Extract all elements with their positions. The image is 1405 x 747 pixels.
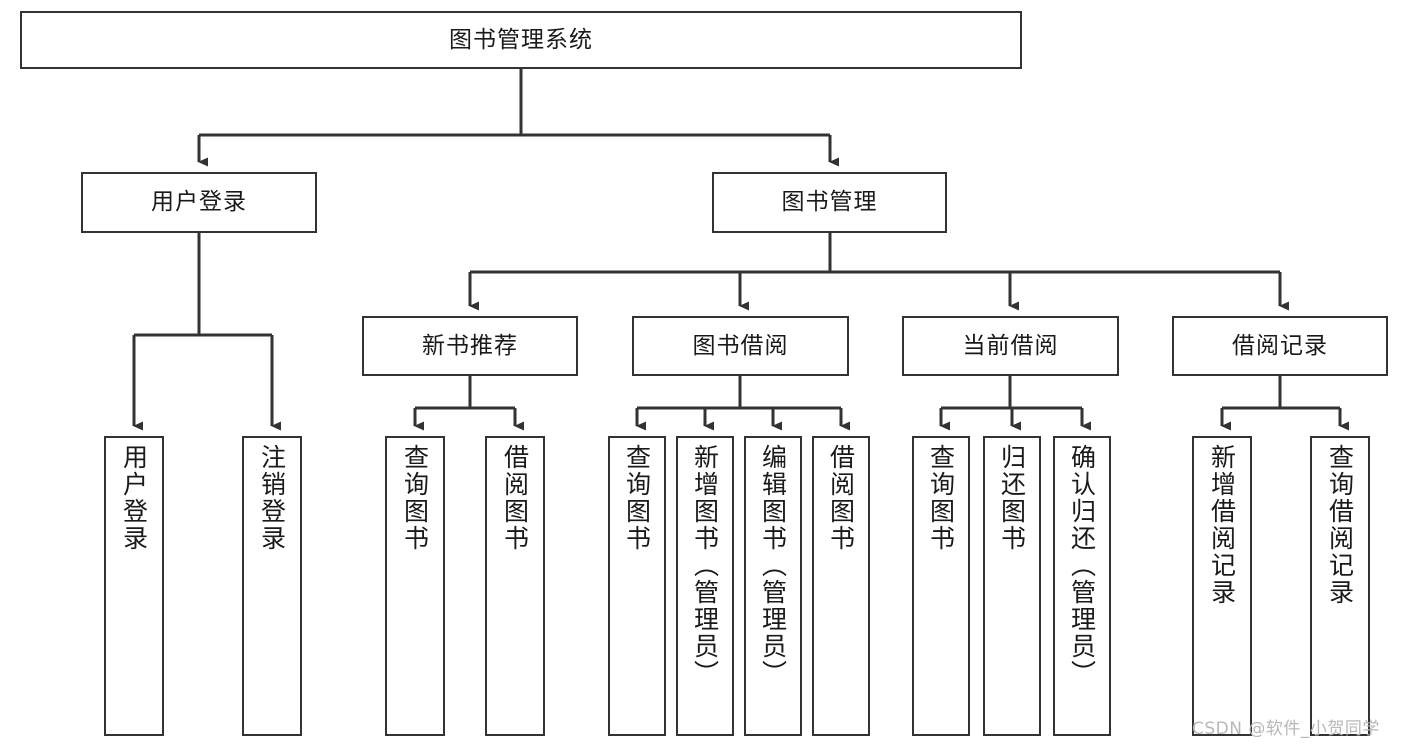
node-leaf-confirm-return[interactable]: 确认归还（管理员）	[1053, 436, 1111, 736]
node-leaf-add-record-label: 新增借阅记录	[1207, 444, 1237, 606]
node-root[interactable]: 图书管理系统	[20, 11, 1022, 69]
node-leaf-user-login[interactable]: 用户登录	[104, 436, 164, 736]
node-borrow-record[interactable]: 借阅记录	[1172, 316, 1388, 376]
node-root-label: 图书管理系统	[449, 26, 593, 53]
node-leaf-add-book-label: 新增图书（管理员）	[690, 444, 720, 687]
node-leaf-add-book[interactable]: 新增图书（管理员）	[676, 436, 734, 736]
node-leaf-query-book-3[interactable]: 查询图书	[912, 436, 970, 736]
node-book-manage-label: 图书管理	[781, 189, 878, 216]
node-leaf-query-record-label: 查询借阅记录	[1325, 444, 1355, 606]
csdn-watermark: CSDN @软件_小贺同学	[1192, 719, 1380, 739]
node-book-manage[interactable]: 图书管理	[712, 172, 947, 233]
node-leaf-query-book-1[interactable]: 查询图书	[385, 436, 445, 736]
node-leaf-logout-label: 注销登录	[257, 444, 287, 552]
node-leaf-query-book-1-label: 查询图书	[400, 444, 430, 552]
node-leaf-borrow-book-1-label: 借阅图书	[500, 444, 530, 552]
node-current-borrow[interactable]: 当前借阅	[902, 316, 1119, 376]
node-leaf-user-login-label: 用户登录	[119, 444, 149, 552]
node-current-borrow-label: 当前借阅	[962, 332, 1059, 359]
node-book-borrow[interactable]: 图书借阅	[632, 316, 849, 376]
node-user-login[interactable]: 用户登录	[81, 172, 317, 233]
node-leaf-query-book-3-label: 查询图书	[926, 444, 956, 552]
node-leaf-borrow-book-2-label: 借阅图书	[826, 444, 856, 552]
node-borrow-record-label: 借阅记录	[1232, 332, 1328, 359]
node-leaf-add-record[interactable]: 新增借阅记录	[1192, 436, 1252, 736]
node-leaf-return-book-label: 归还图书	[997, 444, 1027, 552]
node-new-book-rec[interactable]: 新书推荐	[362, 316, 578, 376]
node-leaf-query-book-2[interactable]: 查询图书	[608, 436, 666, 736]
node-leaf-query-record[interactable]: 查询借阅记录	[1310, 436, 1370, 736]
node-leaf-return-book[interactable]: 归还图书	[983, 436, 1041, 736]
node-leaf-borrow-book-1[interactable]: 借阅图书	[485, 436, 545, 736]
node-leaf-borrow-book-2[interactable]: 借阅图书	[812, 436, 870, 736]
node-user-login-label: 用户登录	[151, 189, 247, 216]
node-leaf-edit-book-label: 编辑图书（管理员）	[758, 444, 788, 687]
node-book-borrow-label: 图书借阅	[692, 332, 789, 359]
node-leaf-logout[interactable]: 注销登录	[242, 436, 302, 736]
node-new-book-rec-label: 新书推荐	[422, 332, 518, 359]
node-leaf-edit-book[interactable]: 编辑图书（管理员）	[744, 436, 802, 736]
node-leaf-query-book-2-label: 查询图书	[622, 444, 652, 552]
node-leaf-confirm-return-label: 确认归还（管理员）	[1067, 444, 1097, 687]
